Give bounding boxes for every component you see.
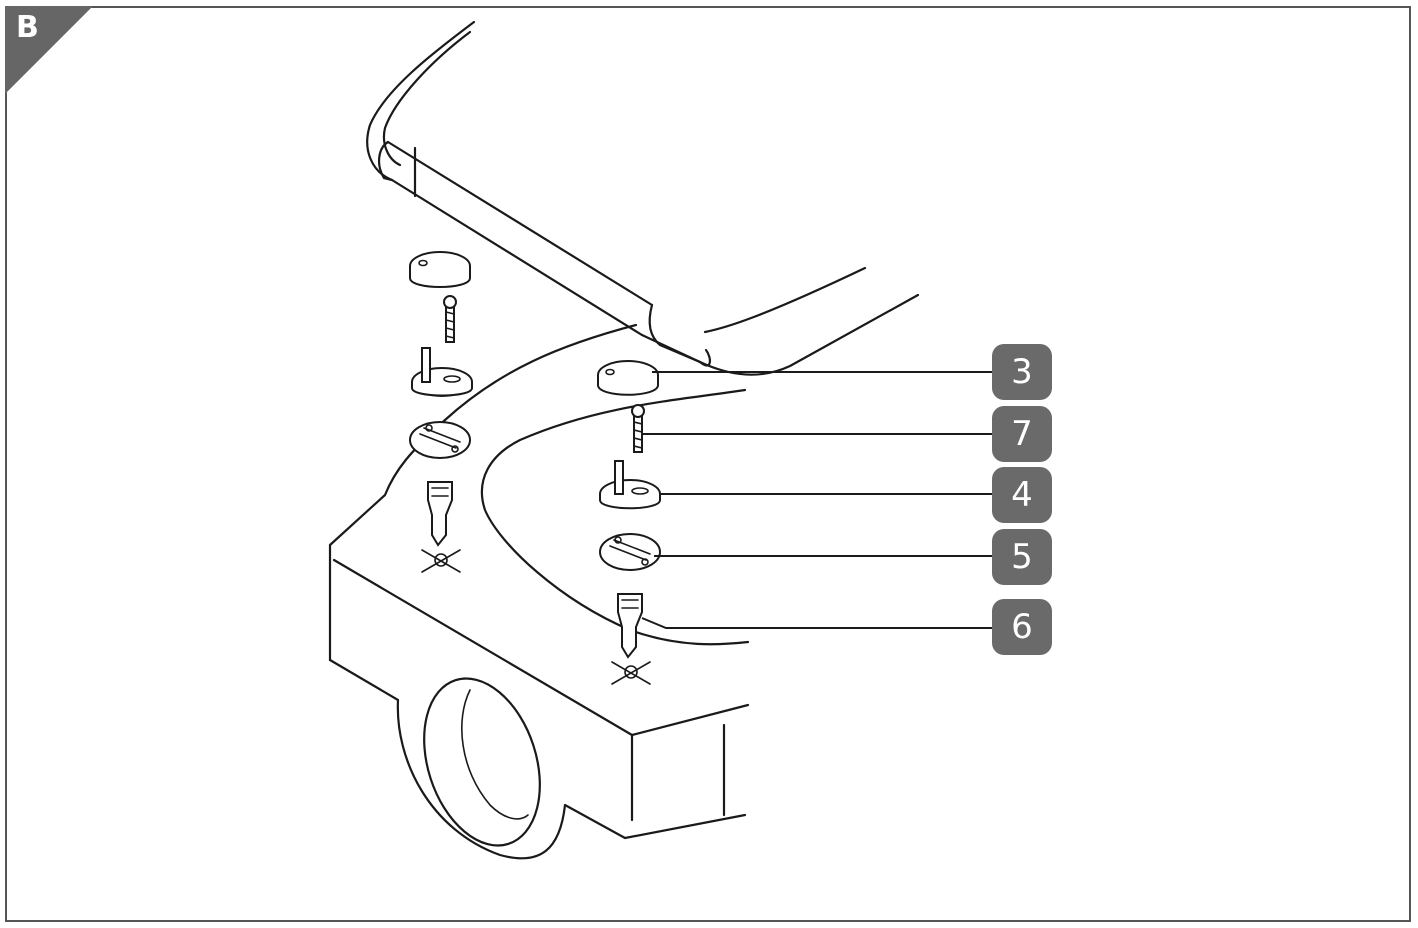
callout-3: 3 — [992, 344, 1052, 400]
leader-lines — [641, 371, 992, 629]
figure-label: B — [16, 10, 39, 45]
callout-7: 7 — [992, 406, 1052, 462]
figure-frame — [5, 6, 1411, 922]
right-hinge-parts — [597, 360, 661, 685]
leader-6 — [641, 617, 992, 629]
left-hinge-parts — [409, 251, 473, 573]
callout-6: 6 — [992, 599, 1052, 655]
toilet-lid — [366, 20, 920, 376]
callout-5: 5 — [992, 529, 1052, 585]
toilet-bowl — [328, 323, 750, 860]
corner-tab — [5, 6, 93, 94]
callout-4: 4 — [992, 467, 1052, 523]
